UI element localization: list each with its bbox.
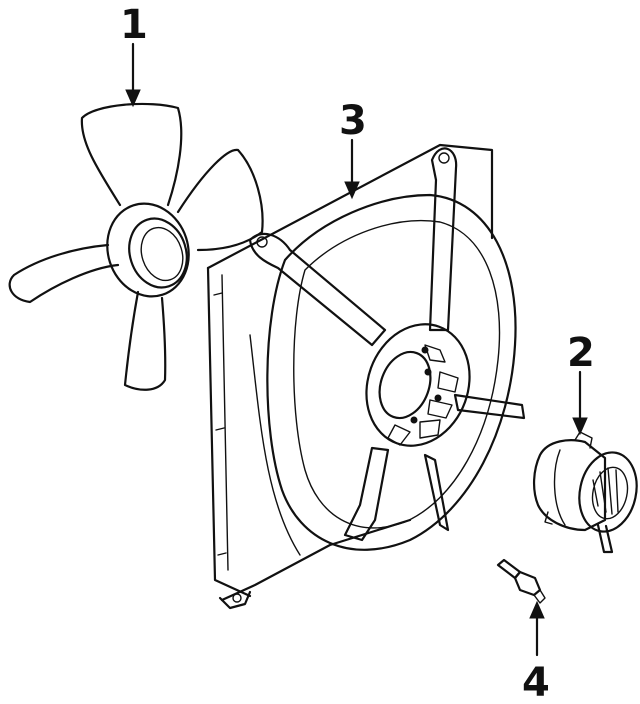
- fan-blade-left: [8, 243, 120, 304]
- shroud-tab: [217, 552, 227, 556]
- shroud-inner-left-edge: [221, 274, 229, 571]
- shroud-ring-outer: [266, 193, 517, 551]
- motor-mount-leg: [596, 523, 614, 554]
- shroud-ring-inner: [293, 219, 501, 529]
- fan-blade: [8, 102, 264, 391]
- shroud-strut-lower-right: [423, 453, 450, 532]
- motor-body: [533, 439, 607, 532]
- callout-2-arrowhead: [572, 417, 588, 436]
- motor-mount-bolt: [434, 394, 442, 402]
- motor-mount-rib: [419, 419, 441, 439]
- fan-motor: [533, 431, 638, 554]
- shroud-strut-upper-left: [248, 232, 387, 347]
- shroud-strut-upper-right: [428, 147, 458, 332]
- temperature-switch: [496, 558, 546, 604]
- motor-end-inner: [591, 466, 629, 520]
- fan-blade-top: [80, 102, 183, 207]
- callout-4-arrowhead: [529, 600, 545, 619]
- shroud-back-panel: [206, 143, 494, 270]
- shroud-left-edge: [206, 266, 252, 598]
- motor-mount-bolt: [410, 416, 418, 424]
- callout-1-arrowhead: [125, 89, 141, 108]
- motor-body-band: [553, 449, 566, 526]
- motor-mount-rib: [437, 371, 459, 393]
- callout-3-arrowhead: [344, 181, 360, 200]
- callout-leaders: [125, 42, 588, 657]
- fan-hub-bore: [140, 226, 184, 282]
- shroud-strut-lower: [343, 446, 390, 542]
- motor-end-outer: [578, 451, 638, 533]
- fan-blade-bottom: [123, 290, 167, 391]
- shroud-bottom-rail: [220, 518, 412, 602]
- motor-mount-rib: [424, 344, 446, 363]
- fan-hub-outer: [106, 202, 190, 298]
- callout-3-label: 3: [339, 98, 367, 144]
- shroud-back-arc: [249, 334, 301, 556]
- shroud-bolt-hole: [232, 593, 242, 603]
- motor-mount-rib: [387, 424, 411, 446]
- strut-bolt-hole: [256, 236, 268, 248]
- switch-hex: [513, 570, 542, 597]
- callout-1-label: 1: [120, 2, 148, 48]
- fan-blade-right: [176, 148, 264, 252]
- shroud-bottom-foot: [218, 590, 252, 610]
- motor-mount-bolt: [421, 346, 429, 354]
- shroud-strut-right: [453, 393, 526, 420]
- callout-2-label: 2: [567, 330, 595, 376]
- motor-mount-bolt: [424, 368, 432, 376]
- motor-shaft-stub: [544, 511, 553, 525]
- motor-mount-rib: [427, 399, 453, 419]
- motor-mount-outer: [365, 323, 471, 447]
- motor-mount-inner: [378, 350, 432, 420]
- fan-hub-inner: [128, 217, 188, 289]
- strut-bolt-hole: [438, 152, 450, 164]
- shroud-tab: [215, 427, 225, 431]
- motor-mount-flange: [574, 431, 593, 449]
- switch-thread: [533, 589, 546, 604]
- fan-shroud: [206, 143, 526, 610]
- shroud-tab: [213, 292, 223, 296]
- callout-labels: 1 3 2 4: [120, 2, 595, 704]
- callout-4-label: 4: [522, 660, 550, 704]
- motor-end-vents: [592, 467, 619, 515]
